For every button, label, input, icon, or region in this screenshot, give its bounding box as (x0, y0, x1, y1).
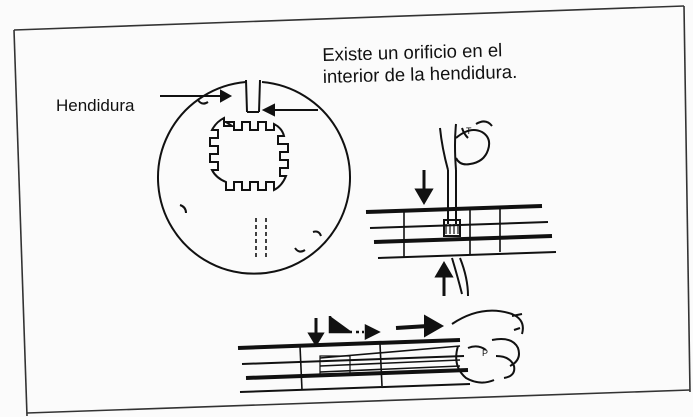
hand-top: T (439, 120, 493, 171)
toothed-hub (209, 116, 289, 192)
arrow-down-small (307, 318, 325, 347)
insert-tool (443, 170, 461, 237)
hand-bottom: P (451, 309, 524, 384)
slit-label: Hendidura (56, 96, 135, 115)
arrow-up (434, 261, 454, 296)
disc-outline (157, 79, 351, 275)
wire-curve (451, 257, 469, 297)
svg-text:P: P (482, 348, 488, 358)
arrow-right-solid (395, 314, 445, 338)
arrow-down (414, 170, 434, 205)
hole-label: Existe un orificio en el interior de la … (322, 39, 517, 88)
rail-assembly-bottom (237, 338, 471, 393)
slide-tool (319, 345, 461, 375)
svg-text:T: T (466, 126, 472, 136)
page-frame (13, 5, 691, 417)
slit-arrows (160, 89, 318, 117)
arrow-l-dashed (328, 316, 381, 341)
